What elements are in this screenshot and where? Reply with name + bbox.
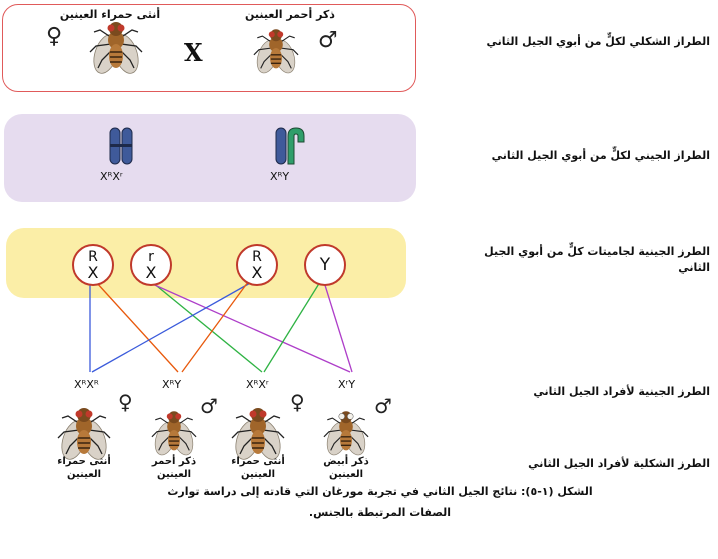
offspring-1-female-icon: ♀ [118,390,133,414]
offspring-3-female-icon: ♀ [290,390,305,414]
row-label-parent-genotype: الطراز الجيني لكلٍّ من أبوي الجيل الثاني [491,149,710,162]
figure-caption-line1: الشكل (١-٥): نتائج الجيل الثاني في تجربة… [167,485,593,498]
female-parent-fly [88,21,144,78]
figure-caption: الشكل (١-٥): نتائج الجيل الثاني في تجربة… [120,482,640,524]
female-chromosome-pair [109,127,133,165]
gamete-offspring-lines [89,281,353,373]
parents-phenotype-panel [2,4,416,92]
offspring-2-genotype: XᴿY [162,378,182,391]
male-symbol-icon: ♂ [318,28,338,53]
female-parent-caption: أنثى حمراء العينين [59,8,161,21]
offspring-4-genotype: XʳY [338,378,356,391]
row-label-parent-phenotype: الطراز الشكلي لكلٍّ من أبوي الجيل الثاني [486,35,710,48]
offspring-4-male-icon: ♂ [374,394,392,418]
offspring-fly-1 [56,407,112,464]
offspring-fly-3 [230,407,286,464]
row-label-offspring-genotypes: الطرز الجينية لأفراد الجيل الثاني [533,385,710,398]
male-chromosome-pair [275,127,305,165]
male-parent-fly [252,28,300,77]
offspring-3-genotype: XᴿXʳ [246,378,269,391]
offspring-1-genotype: XᴿXᴿ [74,378,99,391]
gamete-4: Y [304,244,346,286]
male-parent-caption: ذكر أحمر العينين [245,8,335,21]
cross-symbol: X [184,38,203,67]
male-parent-genotype: XᴿY [270,170,290,183]
row-label-offspring-phenotypes: الطرز الشكلية لأفراد الجيل الثاني [528,457,710,470]
row-label-gamete-genotypes: الطرز الجينية لجاميتات كلٍّ من أبوي الجي… [484,245,710,274]
offspring-fly-4 [322,410,370,459]
female-parent-genotype: XᴿXʳ [100,170,123,183]
figure-caption-line2: الصفات المرتبطة بالجنس. [308,505,452,519]
parents-genotype-panel [4,114,416,202]
offspring-fly-2 [150,410,198,459]
female-symbol-icon: ♀ [46,24,63,49]
offspring-2-male-icon: ♂ [200,394,218,418]
